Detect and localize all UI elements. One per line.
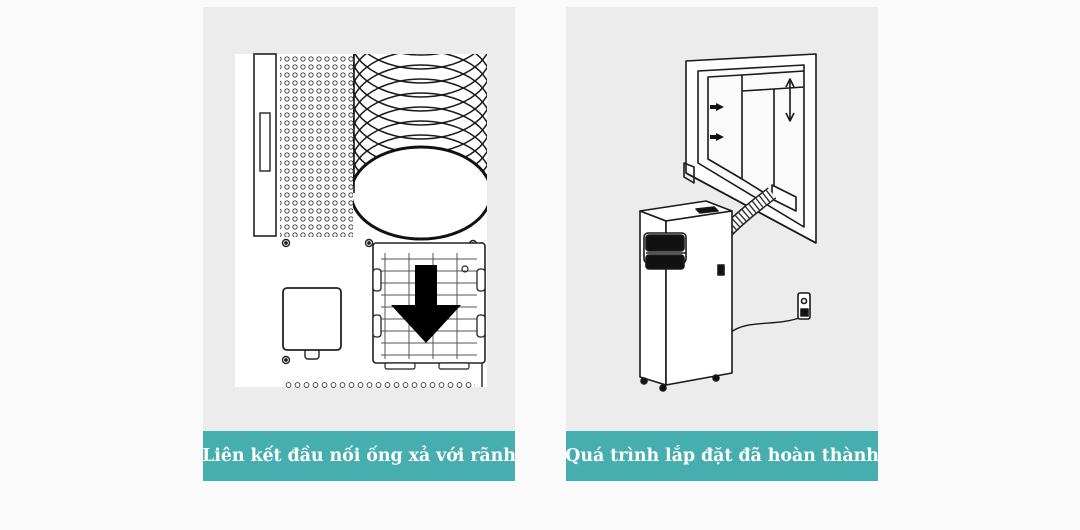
arrow-down-icon bbox=[391, 265, 461, 343]
access-door bbox=[282, 287, 342, 351]
illustration-exhaust-connector bbox=[235, 53, 487, 388]
arrow-updown-icon bbox=[785, 78, 795, 122]
vent-grille bbox=[280, 54, 356, 237]
step-caption-connect: Liên kết đầu nối ống xả với rãnh bbox=[202, 431, 516, 481]
illustration-installation-complete bbox=[639, 53, 817, 392]
portable-ac-unit bbox=[639, 200, 733, 392]
arrow-right-icon bbox=[710, 103, 724, 111]
exhaust-hose bbox=[353, 54, 487, 242]
step-caption-complete: Quá trình lắp đặt đã hoàn thành bbox=[565, 431, 879, 481]
step-card-connect: Liên kết đầu nối ống xả với rãnh bbox=[202, 7, 516, 481]
side-handle-strip bbox=[253, 53, 277, 237]
power-cord bbox=[729, 312, 805, 334]
step-card-complete: Quá trình lắp đặt đã hoàn thành bbox=[565, 7, 879, 481]
plug-icon bbox=[797, 292, 811, 320]
bottom-vent-row bbox=[283, 376, 475, 388]
arrow-right-icon bbox=[710, 133, 724, 141]
